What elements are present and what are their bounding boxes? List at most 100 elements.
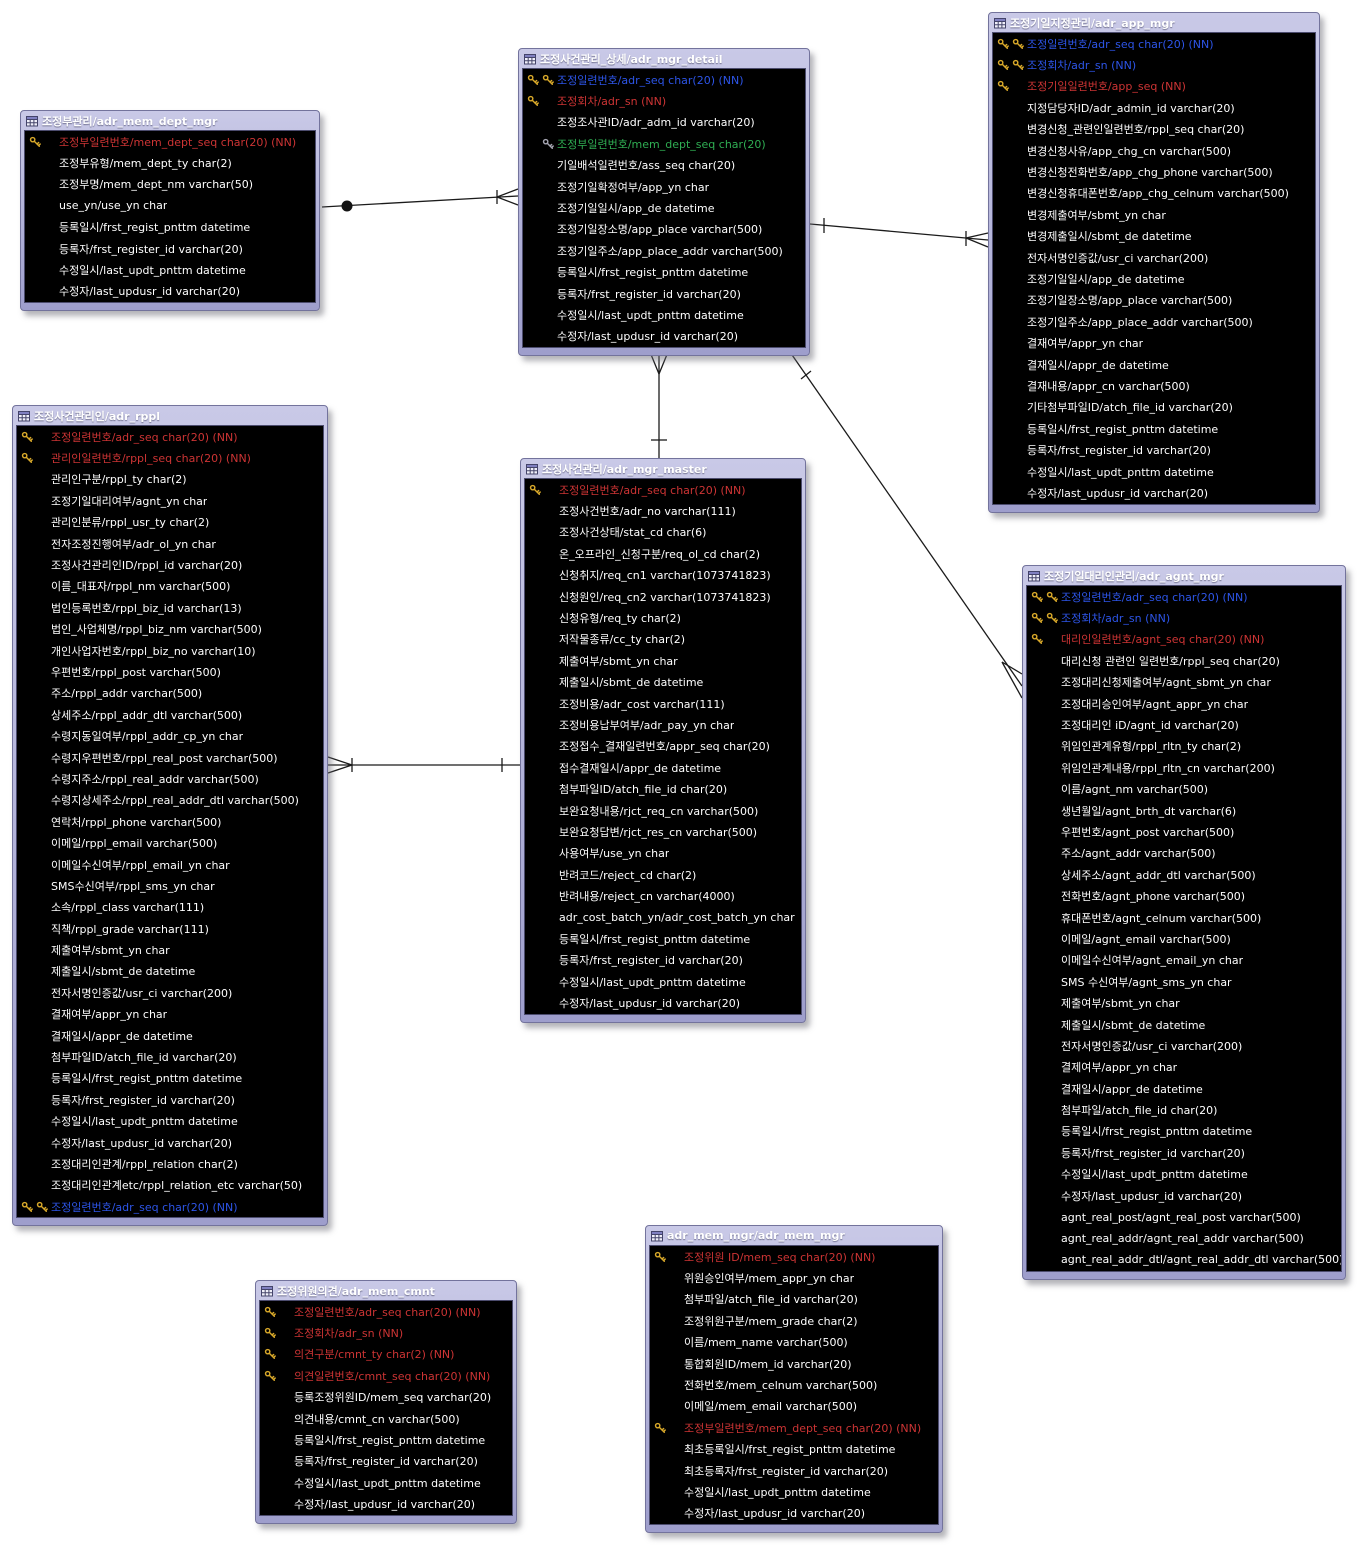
field-row[interactable]: 반려코드/reject_cd char(2)	[525, 864, 801, 885]
field-row[interactable]: 변경신청휴대폰번호/app_chg_celnum varchar(500)	[993, 183, 1315, 204]
field-row[interactable]: 전자조정진행여부/adr_ol_yn char	[17, 533, 323, 554]
field-row[interactable]: 조정일련번호/adr_seq char(20) (NN)	[260, 1301, 512, 1322]
field-row[interactable]: 등록일시/frst_regist_pnttm datetime	[1027, 1121, 1341, 1142]
field-row[interactable]: 등록일시/frst_regist_pnttm datetime	[25, 217, 315, 238]
field-row[interactable]: 수정자/last_updusr_id varchar(20)	[1027, 1185, 1341, 1206]
field-row[interactable]: 조정기일주소/app_place_addr varchar(500)	[993, 311, 1315, 332]
field-row[interactable]: 신청취지/req_cn1 varchar(1073741823)	[525, 565, 801, 586]
field-row[interactable]: agnt_real_addr/agnt_real_addr varchar(50…	[1027, 1228, 1341, 1249]
relationship-adr_mgr_detail-to-adr_agnt_mgr[interactable]	[789, 351, 1023, 699]
field-row[interactable]: 변경제출일시/sbmt_de datetime	[993, 226, 1315, 247]
field-row[interactable]: 연락처/rppl_phone varchar(500)	[17, 811, 323, 832]
field-row[interactable]: 등록조정위원ID/mem_seq varchar(20)	[260, 1387, 512, 1408]
field-row[interactable]: 수정자/last_updusr_id varchar(20)	[260, 1494, 512, 1515]
field-row[interactable]: SMS수신여부/rppl_sms_yn char	[17, 875, 323, 896]
entity-header[interactable]: 조정사건관리/adr_mgr_master	[524, 459, 802, 478]
relationship-adr_mem_dept_mgr-to-adr_mgr_detail[interactable]	[321, 188, 519, 212]
field-row[interactable]: agnt_real_addr_dtl/agnt_real_addr_dtl va…	[1027, 1249, 1341, 1270]
field-row[interactable]: 결재일시/appr_de datetime	[17, 1025, 323, 1046]
field-row[interactable]: 조정회차/adr_sn (NN)	[260, 1322, 512, 1343]
relationship-adr_mgr_detail-to-adr_app_mgr[interactable]	[809, 218, 989, 248]
field-row[interactable]: 대리인일련번호/agnt_seq char(20) (NN)	[1027, 629, 1341, 650]
field-row[interactable]: 직책/rppl_grade varchar(111)	[17, 918, 323, 939]
field-row[interactable]: 관리인일련번호/rppl_seq char(20) (NN)	[17, 447, 323, 468]
field-row[interactable]: 수정자/last_updusr_id varchar(20)	[25, 281, 315, 302]
field-row[interactable]: 법인_사업체명/rppl_biz_nm varchar(500)	[17, 619, 323, 640]
field-row[interactable]: 조정부유형/mem_dept_ty char(2)	[25, 152, 315, 173]
field-row[interactable]: 수령지주소/rppl_real_addr varchar(500)	[17, 768, 323, 789]
field-row[interactable]: 조정기일주소/app_place_addr varchar(500)	[523, 240, 805, 261]
field-row[interactable]: 상세주소/agnt_addr_dtl varchar(500)	[1027, 864, 1341, 885]
field-row[interactable]: 위원승인여부/mem_appr_yn char	[650, 1267, 938, 1288]
field-row[interactable]: 조정대리신청제출여부/agnt_sbmt_yn char	[1027, 672, 1341, 693]
field-row[interactable]: 결재일시/appr_de datetime	[1027, 1078, 1341, 1099]
field-row[interactable]: SMS 수신여부/agnt_sms_yn char	[1027, 971, 1341, 992]
field-row[interactable]: 접수결재일시/appr_de datetime	[525, 757, 801, 778]
field-row[interactable]: 최초등록자/frst_register_id varchar(20)	[650, 1460, 938, 1481]
field-row[interactable]: 변경신청전화번호/app_chg_phone varchar(500)	[993, 161, 1315, 182]
field-row[interactable]: 수정일시/last_updt_pnttm datetime	[1027, 1164, 1341, 1185]
field-row[interactable]: 등록일시/frst_regist_pnttm datetime	[17, 1068, 323, 1089]
field-row[interactable]: 제출일시/sbmt_de datetime	[1027, 1014, 1341, 1035]
field-row[interactable]: 수정일시/last_updt_pnttm datetime	[17, 1111, 323, 1132]
field-row[interactable]: 이메일/agnt_email varchar(500)	[1027, 928, 1341, 949]
field-row[interactable]: 소속/rppl_class varchar(111)	[17, 897, 323, 918]
field-row[interactable]: 위임인관계내용/rppl_rltn_cn varchar(200)	[1027, 757, 1341, 778]
field-row[interactable]: 수정일시/last_updt_pnttm datetime	[260, 1472, 512, 1493]
field-row[interactable]: 우편번호/agnt_post varchar(500)	[1027, 821, 1341, 842]
field-row[interactable]: 조정기일확정여부/app_yn char	[523, 176, 805, 197]
field-row[interactable]: 조정접수_결재일련번호/appr_seq char(20)	[525, 736, 801, 757]
field-row[interactable]: 조정대리인 iD/agnt_id varchar(20)	[1027, 714, 1341, 735]
field-row[interactable]: 조정기일장소명/app_place varchar(500)	[523, 219, 805, 240]
field-row[interactable]: 생년월일/agnt_brth_dt varchar(6)	[1027, 800, 1341, 821]
field-row[interactable]: 수정일시/last_updt_pnttm datetime	[25, 259, 315, 280]
field-row[interactable]: 기일배석일련번호/ass_seq char(20)	[523, 155, 805, 176]
field-row[interactable]: 전자서명인증값/usr_ci varchar(200)	[17, 982, 323, 1003]
field-row[interactable]: 전자서명인증값/usr_ci varchar(200)	[1027, 1035, 1341, 1056]
field-row[interactable]: 이메일/rppl_email varchar(500)	[17, 832, 323, 853]
field-row[interactable]: 보완요청답변/rjct_res_cn varchar(500)	[525, 821, 801, 842]
field-row[interactable]: 변경신청사유/app_chg_cn varchar(500)	[993, 140, 1315, 161]
field-row[interactable]: 등록자/frst_register_id varchar(20)	[1027, 1142, 1341, 1163]
field-row[interactable]: 결재내용/appr_cn varchar(500)	[993, 375, 1315, 396]
field-row[interactable]: 조정회차/adr_sn (NN)	[993, 54, 1315, 75]
field-row[interactable]: 첨부파일/atch_file_id varchar(20)	[650, 1289, 938, 1310]
entity-header[interactable]: 조정사건관리인/adr_rppl	[16, 406, 324, 425]
field-row[interactable]: 전화번호/agnt_phone varchar(500)	[1027, 885, 1341, 906]
field-row[interactable]: 보완요청내용/rjct_req_cn varchar(500)	[525, 800, 801, 821]
field-row[interactable]: 제출여부/sbmt_yn char	[525, 650, 801, 671]
field-row[interactable]: 조정부일련번호/mem_dept_seq char(20)	[523, 133, 805, 154]
field-row[interactable]: 결재여부/appr_yn char	[993, 332, 1315, 353]
field-row[interactable]: 조정사건상태/stat_cd char(6)	[525, 522, 801, 543]
field-row[interactable]: 조정일련번호/adr_seq char(20) (NN)	[523, 69, 805, 90]
field-row[interactable]: 신청유형/req_ty char(2)	[525, 607, 801, 628]
field-row[interactable]: 수정자/last_updusr_id varchar(20)	[17, 1132, 323, 1153]
field-row[interactable]: 조정일련번호/adr_seq char(20) (NN)	[525, 479, 801, 500]
field-row[interactable]: 조정비용납부여부/adr_pay_yn char	[525, 714, 801, 735]
field-row[interactable]: 이메일수신여부/agnt_email_yn char	[1027, 950, 1341, 971]
field-row[interactable]: 전화번호/mem_celnum varchar(500)	[650, 1374, 938, 1395]
field-row[interactable]: 온_오프라인_신청구분/req_ol_cd char(2)	[525, 543, 801, 564]
field-row[interactable]: 주소/agnt_addr varchar(500)	[1027, 843, 1341, 864]
field-row[interactable]: 주소/rppl_addr varchar(500)	[17, 683, 323, 704]
field-row[interactable]: 저작물종류/cc_ty char(2)	[525, 629, 801, 650]
field-row[interactable]: agnt_real_post/agnt_real_post varchar(50…	[1027, 1206, 1341, 1227]
field-row[interactable]: 반려내용/reject_cn varchar(4000)	[525, 885, 801, 906]
field-row[interactable]: 수정일시/last_updt_pnttm datetime	[993, 461, 1315, 482]
field-row[interactable]: 조정위원 ID/mem_seq char(20) (NN)	[650, 1246, 938, 1267]
field-row[interactable]: 조정위원구분/mem_grade char(2)	[650, 1310, 938, 1331]
field-row[interactable]: 이름/mem_name varchar(500)	[650, 1332, 938, 1353]
field-row[interactable]: 제출여부/sbmt_yn char	[17, 939, 323, 960]
field-row[interactable]: 관리인분류/rppl_usr_ty char(2)	[17, 512, 323, 533]
field-row[interactable]: 대리신청 관련인 일련번호/rppl_seq char(20)	[1027, 650, 1341, 671]
field-row[interactable]: 지정담당자ID/adr_admin_id varchar(20)	[993, 97, 1315, 118]
field-row[interactable]: 이메일/mem_email varchar(500)	[650, 1396, 938, 1417]
field-row[interactable]: 등록자/frst_register_id varchar(20)	[17, 1089, 323, 1110]
field-row[interactable]: 첨부파일ID/atch_file_id char(20)	[525, 778, 801, 799]
field-row[interactable]: 이름/agnt_nm varchar(500)	[1027, 779, 1341, 800]
